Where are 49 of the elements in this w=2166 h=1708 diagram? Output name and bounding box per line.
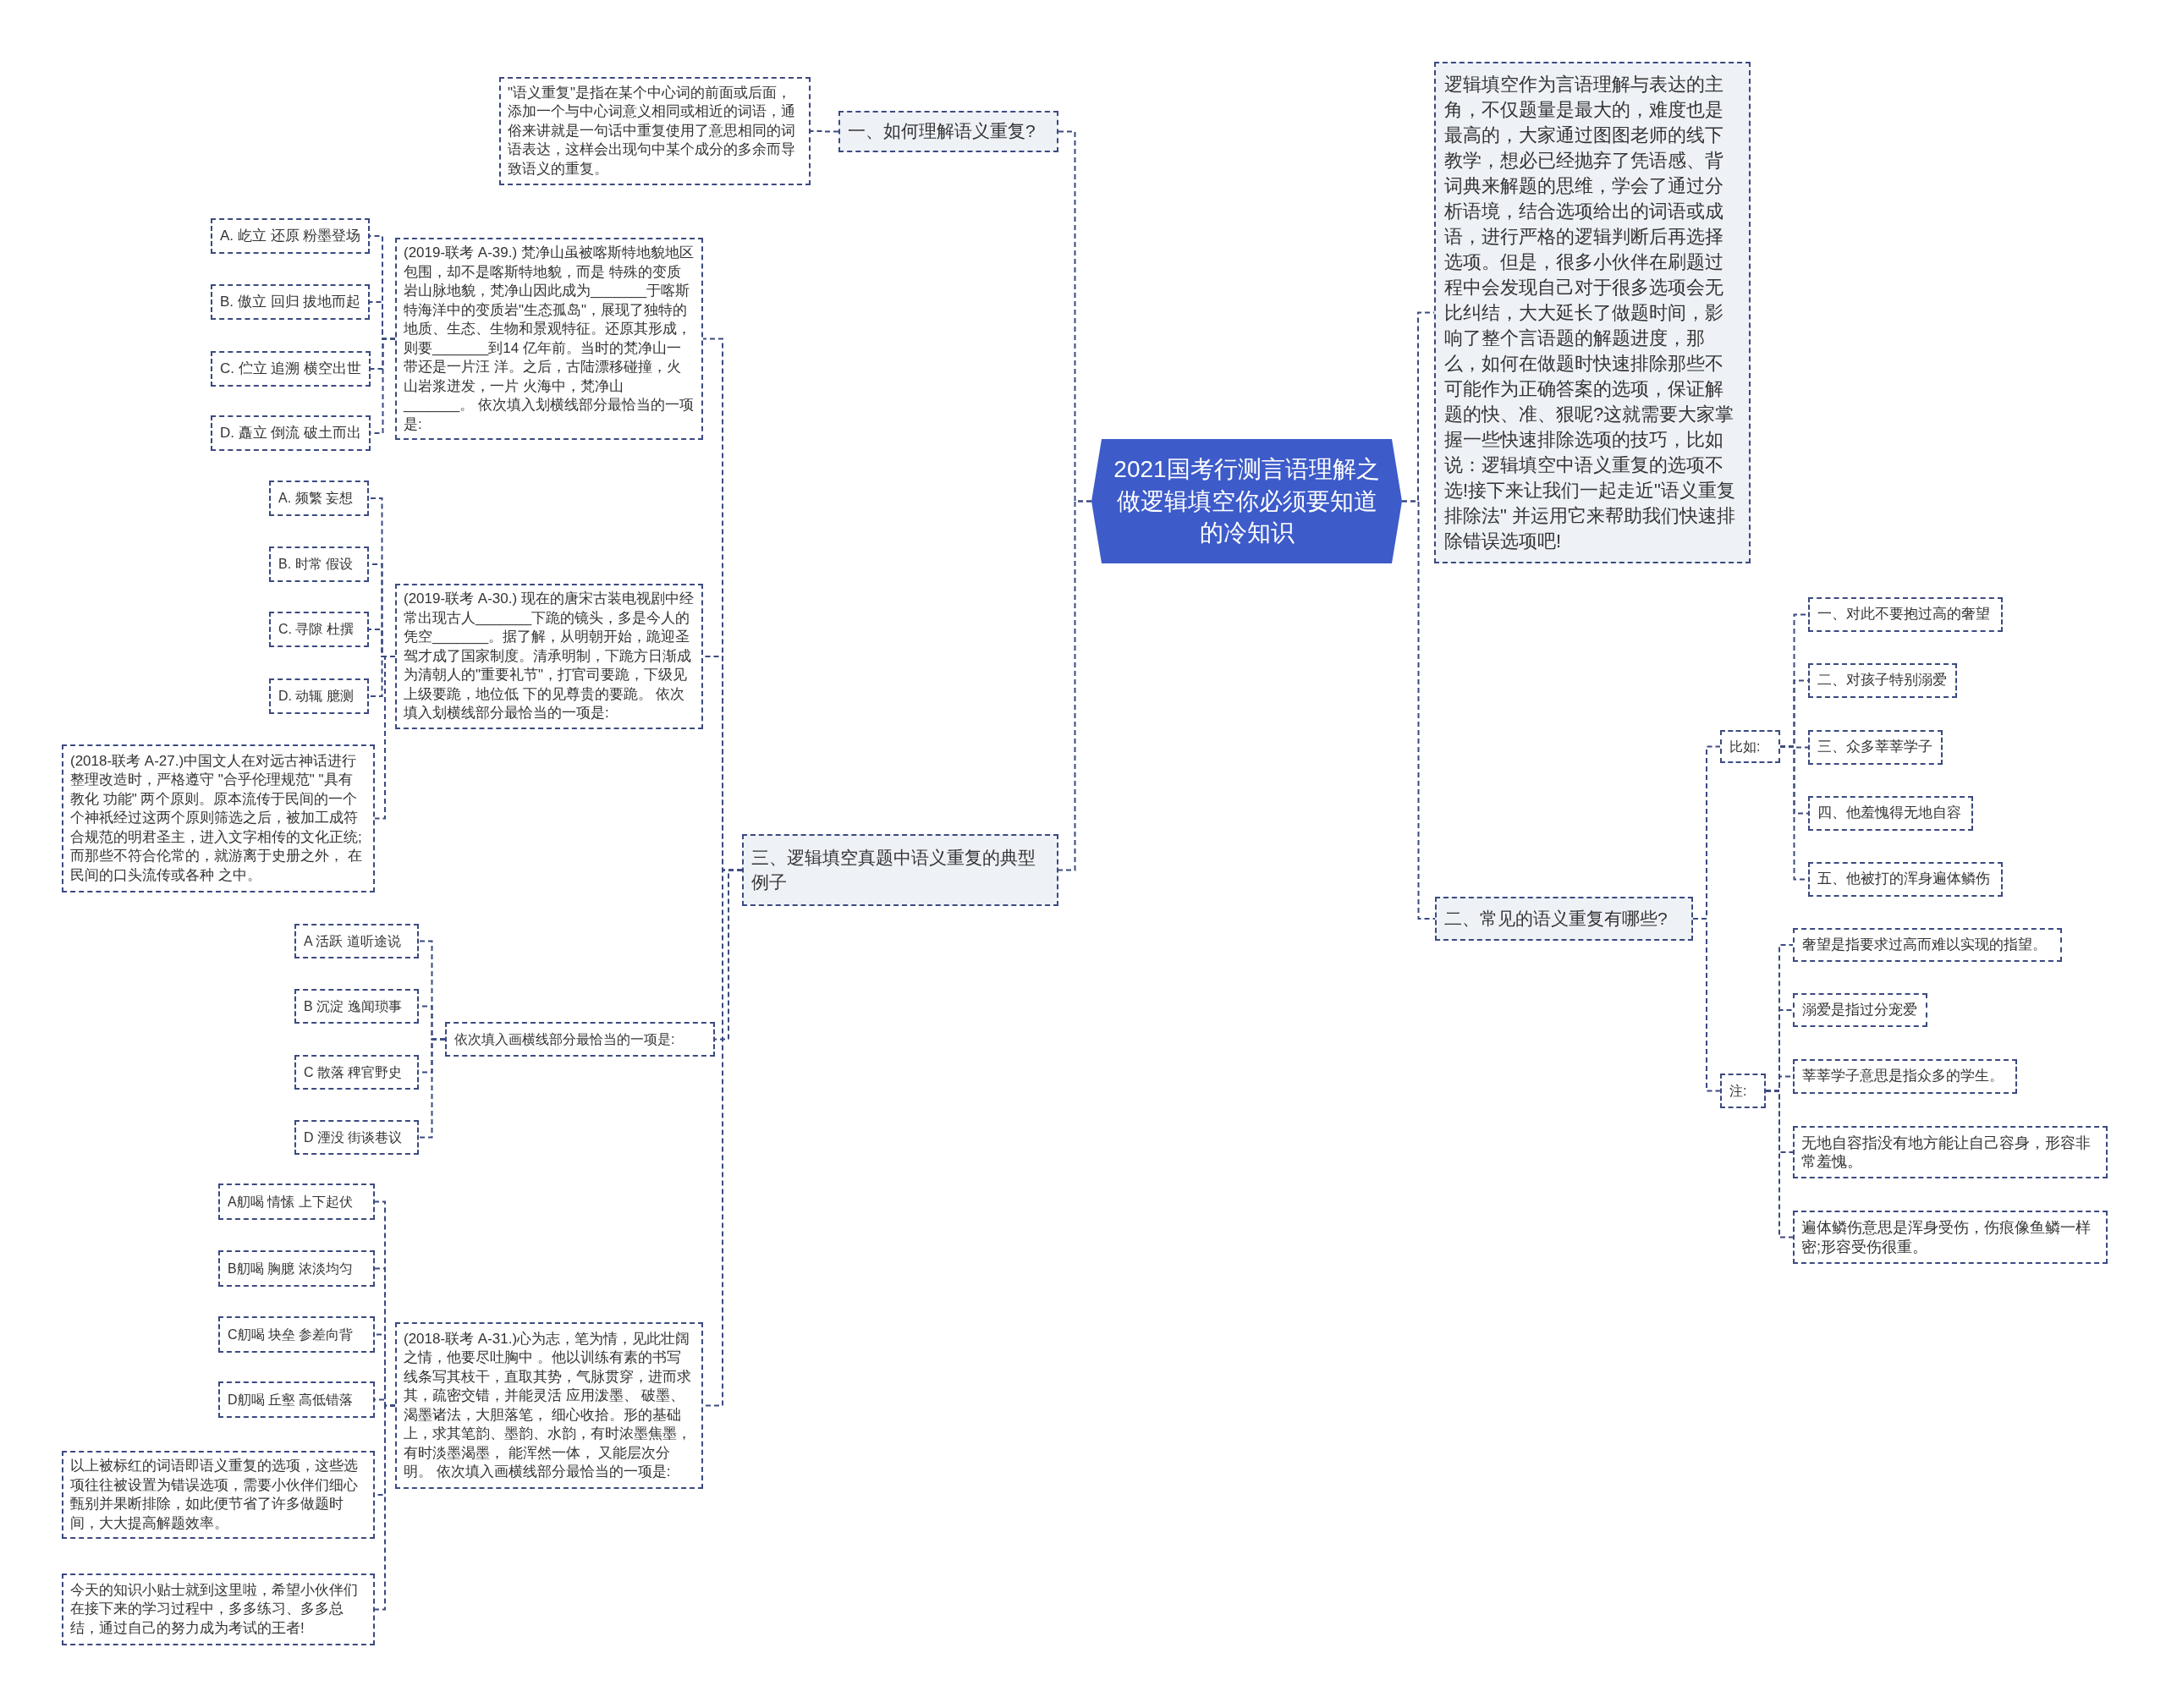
text-box: B. 傲立 回归 拔地而起 — [211, 284, 371, 320]
text-box: 以上被标红的词语即语义重复的选项，这些选项往往被设置为错误选项，需要小伙伴们细心甄别并果断排除，如此便节省了许多做题时间，大大提高解题效率。 — [62, 1451, 375, 1539]
connector-line — [1692, 918, 1721, 1092]
topic-box: 三、逻辑填空真题中语义重复的典型例子 — [742, 834, 1058, 906]
text-box: 莘莘学子意思是指众多的学生。 — [1793, 1059, 2017, 1094]
text-box: C 散落 稗官野史 — [294, 1055, 419, 1090]
connector-line — [374, 1404, 396, 1611]
connector-line — [1765, 1090, 1794, 1238]
text-box: 奢望是指要求过高而难以实现的指望。 — [1793, 928, 2062, 962]
text-box: 今天的知识小贴士就到这里啦，希望小伙伴们在接下来的学习过程中，多多练习、多多总结，通过自己的努力成为考试的王者! — [62, 1573, 375, 1645]
text-box: B 沉淀 逸闻琐事 — [294, 989, 419, 1024]
text-box: 一、对此不要抱过高的奢望 — [1808, 597, 2003, 632]
connector-line — [1401, 500, 1436, 920]
text-box: (2018-联考 A-27.)中国文人在对远古神话进行整理改造时，严格遵守 "合乎伦理规范" "具有教化 功能" 两个原则。原本流传于民间的一个个神祇经过这两个原则筛选之后，被加工成符合规范的明君圣主，进入文字相传的文化正统;而那些不符合伦常的，就游离于史册之外， 在民间的口头流传或各种 之中。 — [62, 744, 375, 892]
topic-box: 一、如何理解语义重复? — [838, 111, 1058, 152]
connector-line — [810, 130, 839, 133]
text-box: 五、他被打的浑身遍体鳞伤 — [1808, 862, 2003, 897]
text-box: 逻辑填空作为言语理解与表达的主角，不仅题量是最大的，难度也是最高的，大家通过图图老师的线下教学，想必已经抛弃了凭语感、背词典来解题的思维，学会了通过分析语境，结合选项给出的词语或成语，进行严格的逻辑判断后再选择选项。但是，很多小伙伴在刷题过程中会发现自己对于很多选项会无比纠结，大大延长了做题时间，影响了整个言语题的解题进度，那么，如何在做题时快速排除那些不可能作为正确答案的选项，保证解题的快、准、狠呢?这就需要大家掌握一些快速排除选项的技巧，比如说：逻辑填空中语义重复的选项不选!接下来让我们一起走近"语义重复排除法" 并运用它来帮助我们快速排除错误选项吧! — [1434, 62, 1751, 563]
text-box: 溺爱是指过分宠爱 — [1793, 993, 1927, 1027]
text-box: 无地自容指没有地方能让自己容身，形容非常羞愧。 — [1793, 1126, 2108, 1178]
text-box: 注: — [1720, 1074, 1766, 1108]
text-box: (2019-联考 A-30.) 现在的唐宋古装电视剧中经常出现古人_______下跪的镜头，多是今人的凭空_______。据了解，从明朝开始，跪迎圣驾才成了国家制度。清承明制，下跪方日渐成为清朝人的"重要礼节"，打官司要跪，下级见上级要跪，地位低 下的见尊贵的要跪。 依次填入划横线部分最恰当的一项是: — [395, 584, 703, 729]
topic-hexagon: 2021国考行测言语理解之做逻辑填空你必须要知道的冷知识 — [1091, 439, 1402, 563]
text-box: D. 动辄 臆测 — [269, 678, 369, 714]
text-box: B舠喝 胸臆 浓淡均匀 — [218, 1250, 375, 1287]
text-box: 四、他羞愧得无地自容 — [1808, 796, 1973, 831]
text-box: (2018-联考 A-31.)心为志，笔为情，见此壮阔之情，他要尽吐胸中 。他以训练有素的书写线条写其枝干，直取其势，气脉贯穿，进而求其，疏密交错，并能灵活 应用泼墨、 破墨、渴墨诸法，大胆落笔， 细心收拾。形的基础上，求其笔韵、墨韵、水韵，有时浓墨焦墨，有时淡墨渴墨， 能浑然一体， 又能层次分明。 依次填入画横线部分最恰当的一项是: — [395, 1322, 703, 1489]
connector-line — [1058, 500, 1092, 871]
text-box: C舠喝 块垒 参差向背 — [218, 1316, 375, 1353]
text-box: D. 矗立 倒流 破土而出 — [211, 415, 371, 451]
text-box: A舠喝 情愫 上下起伏 — [218, 1184, 375, 1220]
text-box: A 活跃 道听途说 — [294, 924, 419, 958]
connector-line — [418, 1038, 446, 1139]
text-box: 比如: — [1720, 730, 1780, 763]
text-box: 三、众多莘莘学子 — [1808, 730, 1943, 765]
text-box: B. 时常 假设 — [269, 546, 369, 582]
connector-line — [374, 656, 396, 820]
text-box: "语义重复"是指在某个中心词的前面或后面，添加一个与中心词意义相同或相近的词语，通俗来讲就是一句话中重复使用了意思相同的词语表达，这样会出现句中某个成分的多余而导致语义的重复。 — [499, 77, 811, 185]
text-box: A. 频繁 妄想 — [269, 481, 369, 516]
text-box: 遍体鳞伤意思是浑身受伤，伤痕像鱼鳞一样密;形容受伤很重。 — [1793, 1211, 2108, 1264]
text-box: D 湮没 街谈巷议 — [294, 1120, 419, 1155]
text-box: 依次填入画横线部分最恰当的一项是: — [445, 1022, 715, 1057]
text-box: C. 寻隙 杜撰 — [269, 612, 369, 647]
text-box: (2019-联考 A-39.) 梵净山虽被喀斯特地貌地区包围，却不是喀斯特地貌，而是 特殊的变质岩山脉地貌，梵净山因此成为_______于喀斯特海洋中的变质岩"生态孤岛"，展现了独特的地质、生态、生物和景观特征。还原其形成，则要_______到14 亿年前。当时的梵净山一带还是一片汪 洋。之后，古陆漂移碰撞，火山岩浆迸发，一片 火海中，梵净山_______。 依次填入划横线部分最恰当的一项是: — [395, 238, 703, 440]
topic-box: 二、常见的语义重复有哪些? — [1435, 897, 1693, 941]
text-box: 二、对孩子特别溺爱 — [1808, 663, 1957, 698]
text-box: D舠喝 丘壑 高低错落 — [218, 1381, 375, 1418]
text-box: A. 屹立 还原 粉墨登场 — [211, 218, 371, 254]
text-box: C. 伫立 追溯 横空出世 — [211, 351, 371, 387]
